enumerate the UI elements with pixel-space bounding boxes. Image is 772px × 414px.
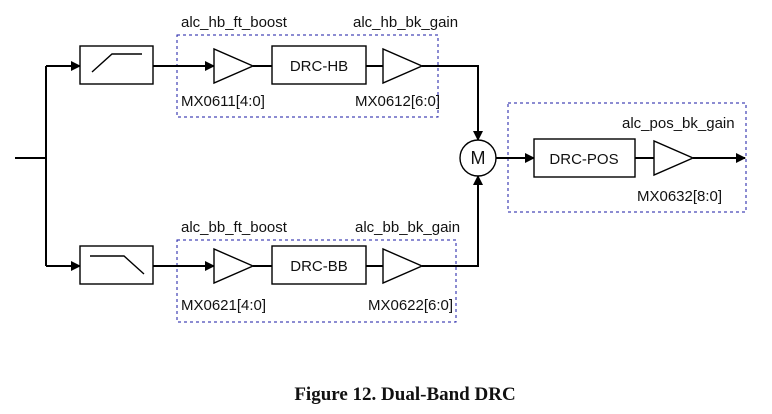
bb-gain-label: alc_bb_bk_gain xyxy=(355,219,460,236)
low-pass-filter xyxy=(79,245,154,285)
bb-boost-register: MX0621[4:0] xyxy=(181,297,266,314)
hb-gain-register: MX0612[6:0] xyxy=(355,93,440,110)
drc-hb-label: DRC-HB xyxy=(290,58,348,75)
figure-caption: Figure 12. Dual-Band DRC xyxy=(294,384,515,405)
bb-gain-amp xyxy=(382,247,424,285)
drc-bb-label: DRC-BB xyxy=(290,258,348,275)
base-band-group xyxy=(176,239,457,323)
bb-to-mixer-wire xyxy=(422,175,483,267)
post-gain-amp xyxy=(653,139,695,177)
bb-boost-label: alc_bb_ft_boost xyxy=(181,219,288,236)
hb-gain-amp xyxy=(382,47,424,85)
hb-boost-register: MX0611[4:0] xyxy=(181,93,265,110)
hb-boost-amp xyxy=(213,47,255,85)
post-gain-label: alc_pos_bk_gain xyxy=(622,115,735,132)
hb-boost-label: alc_hb_ft_boost xyxy=(181,14,288,31)
drc-pos-block xyxy=(533,138,636,178)
bb-gain-register: MX0622[6:0] xyxy=(368,297,453,314)
high-band-group xyxy=(176,34,439,118)
post-gain-register: MX0632[8:0] xyxy=(637,188,722,205)
high-pass-filter xyxy=(79,45,154,85)
drc-pos-label: DRC-POS xyxy=(549,151,618,168)
hb-gain-label: alc_hb_bk_gain xyxy=(353,14,458,31)
hb-to-mixer-wire xyxy=(422,65,483,141)
low-pass-filter-icon xyxy=(90,255,145,275)
high-pass-filter-icon xyxy=(91,53,142,73)
bb-boost-amp xyxy=(213,247,255,285)
mixer-label: M xyxy=(471,148,486,168)
